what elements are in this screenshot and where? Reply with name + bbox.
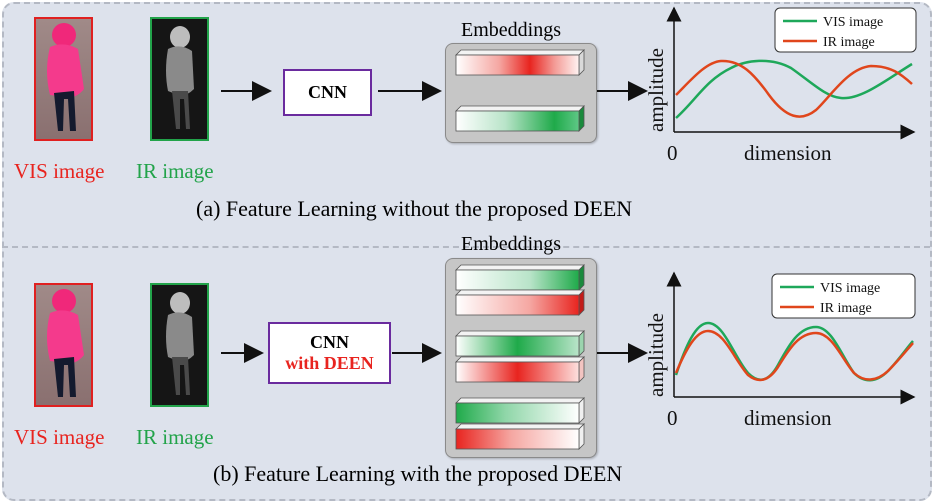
vis-person-figure [47, 289, 84, 397]
ir-person-figure [166, 26, 194, 129]
cnn-deen-box-b: CNN with DEEN [268, 322, 391, 384]
embedding-bar-6-b [455, 423, 585, 450]
plot-a: amplitude 0 dimension VIS image IR image [644, 6, 917, 165]
legend-vis-a: VIS image [823, 15, 883, 30]
cnn-box-a: CNN [283, 69, 372, 116]
ir-person-figure [166, 292, 194, 395]
embedding-bar-1-b [455, 264, 585, 291]
xlabel-a: dimension [744, 141, 832, 165]
vis-person-image-b [34, 283, 93, 407]
legend-ir-b: IR image [820, 301, 872, 316]
vis-person-figure [47, 23, 84, 131]
plot-b: amplitude 0 dimension VIS image IR image [644, 271, 916, 430]
vis-person-image-a [34, 17, 93, 141]
origin-label-b: 0 [667, 406, 678, 430]
ir-person-image-b [150, 283, 209, 407]
embedding-bar-3-b [455, 330, 585, 357]
vis-image-label-a: VIS image [14, 159, 105, 183]
curve-vis-a [675, 59, 913, 119]
curve-ir-a [675, 59, 913, 118]
legend-ir-a: IR image [823, 35, 875, 50]
xlabel-b: dimension [744, 406, 832, 430]
panel-divider [2, 246, 930, 248]
vis-image-label-b: VIS image [14, 425, 105, 449]
embeddings-title-a: Embeddings [461, 19, 561, 41]
curve-ir-b [674, 329, 914, 382]
caption-a: (a) Feature Learning without the propose… [196, 196, 633, 221]
embedding-bar-5-b [455, 397, 585, 424]
legend-vis-b: VIS image [820, 281, 880, 296]
ylabel-a: amplitude [644, 48, 668, 132]
embedding-bar-4-b [455, 356, 585, 383]
ylabel-b: amplitude [644, 313, 668, 397]
ir-person-image-a [150, 17, 209, 141]
deen-sublabel-b: with DEEN [285, 353, 374, 373]
ir-image-label-b: IR image [136, 425, 214, 449]
ir-image-label-a: IR image [136, 159, 214, 183]
cnn-label-a: CNN [308, 82, 347, 102]
embedding-bar-2-b [455, 289, 585, 316]
embedding-bar-vis-a [455, 49, 585, 76]
origin-label-a: 0 [667, 141, 678, 165]
cnn-label-b: CNN [310, 332, 349, 352]
embeddings-title-b: Embeddings [461, 233, 561, 255]
caption-b: (b) Feature Learning with the proposed D… [213, 461, 623, 486]
embedding-bar-ir-a [455, 105, 585, 132]
